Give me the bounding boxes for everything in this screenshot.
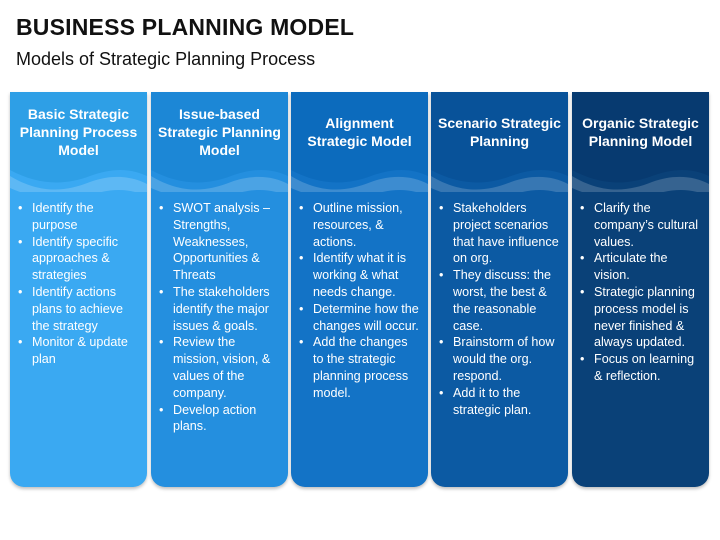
list-item: Identify the purpose [18, 200, 139, 234]
model-list-2: SWOT analysis – Strengths, Weaknesses, O… [151, 200, 288, 435]
model-list-1: Identify the purpose Identify specific a… [10, 200, 147, 368]
page-subtitle: Models of Strategic Planning Process [16, 49, 316, 69]
list-item: Brainstorm of how would the org. respond… [439, 334, 560, 384]
list-item: Outline mission, resources, & actions. [299, 200, 420, 250]
model-column-5: Organic Strategic Planning Model Clarify… [572, 92, 709, 487]
model-column-4: Scenario Strategic Planning Stakeholders… [431, 92, 568, 487]
wave-header-shape-5 [572, 92, 709, 192]
list-item: Identify specific approaches & strategie… [18, 234, 139, 284]
list-item: Strategic planning process model is neve… [580, 284, 701, 351]
list-item: SWOT analysis – Strengths, Weaknesses, O… [159, 200, 280, 284]
page-title: BUSINESS PLANNING MODEL [16, 14, 355, 40]
list-item: Develop action plans. [159, 402, 280, 436]
list-item: Stakeholders project scenarios that have… [439, 200, 560, 267]
list-item: Add the changes to the strategic plannin… [299, 334, 420, 401]
model-title-5: Organic Strategic Planning Model [582, 115, 699, 149]
list-item: Identify what it is working & what needs… [299, 250, 420, 300]
wave-header-shape-4 [431, 92, 568, 192]
model-list-4: Stakeholders project scenarios that have… [431, 200, 568, 418]
list-item: Monitor & update plan [18, 334, 139, 368]
list-item: Articulate the vision. [580, 250, 701, 284]
model-column-2: Issue-based Strategic Planning Model SWO… [151, 92, 288, 487]
planning-models-diagram: Basic Strategic Planning Process Model I… [10, 92, 710, 487]
list-item: They discuss: the worst, the best & the … [439, 267, 560, 334]
model-list-3: Outline mission, resources, & actions. I… [291, 200, 428, 402]
model-body-3: Outline mission, resources, & actions. I… [291, 200, 428, 487]
model-title-3: Alignment Strategic Model [307, 115, 412, 149]
list-item: Focus on learning & reflection. [580, 351, 701, 385]
model-column-1: Basic Strategic Planning Process Model I… [10, 92, 147, 487]
model-header-3: Alignment Strategic Model [291, 92, 428, 192]
model-header-1: Basic Strategic Planning Process Model [10, 92, 147, 192]
model-body-4: Stakeholders project scenarios that have… [431, 200, 568, 487]
model-title-4: Scenario Strategic Planning [438, 115, 561, 149]
wave-header-shape-1 [10, 92, 147, 192]
model-header-2: Issue-based Strategic Planning Model [151, 92, 288, 192]
model-body-2: SWOT analysis – Strengths, Weaknesses, O… [151, 200, 288, 487]
model-title-2: Issue-based Strategic Planning Model [158, 106, 281, 158]
list-item: Determine how the changes will occur. [299, 301, 420, 335]
model-column-3: Alignment Strategic Model Outline missio… [291, 92, 428, 487]
model-list-5: Clarify the company’s cultural values. A… [572, 200, 709, 385]
model-body-1: Identify the purpose Identify specific a… [10, 200, 147, 487]
model-body-5: Clarify the company’s cultural values. A… [572, 200, 709, 487]
list-item: The stakeholders identify the major issu… [159, 284, 280, 334]
list-item: Clarify the company’s cultural values. [580, 200, 701, 250]
list-item: Add it to the strategic plan. [439, 385, 560, 419]
list-item: Identify actions plans to achieve the st… [18, 284, 139, 334]
model-header-4: Scenario Strategic Planning [431, 92, 568, 192]
list-item: Review the mission, vision, & values of … [159, 334, 280, 401]
model-title-1: Basic Strategic Planning Process Model [19, 106, 138, 158]
model-header-5: Organic Strategic Planning Model [572, 92, 709, 192]
wave-header-shape-2 [151, 92, 288, 192]
wave-header-shape-3 [291, 92, 428, 192]
